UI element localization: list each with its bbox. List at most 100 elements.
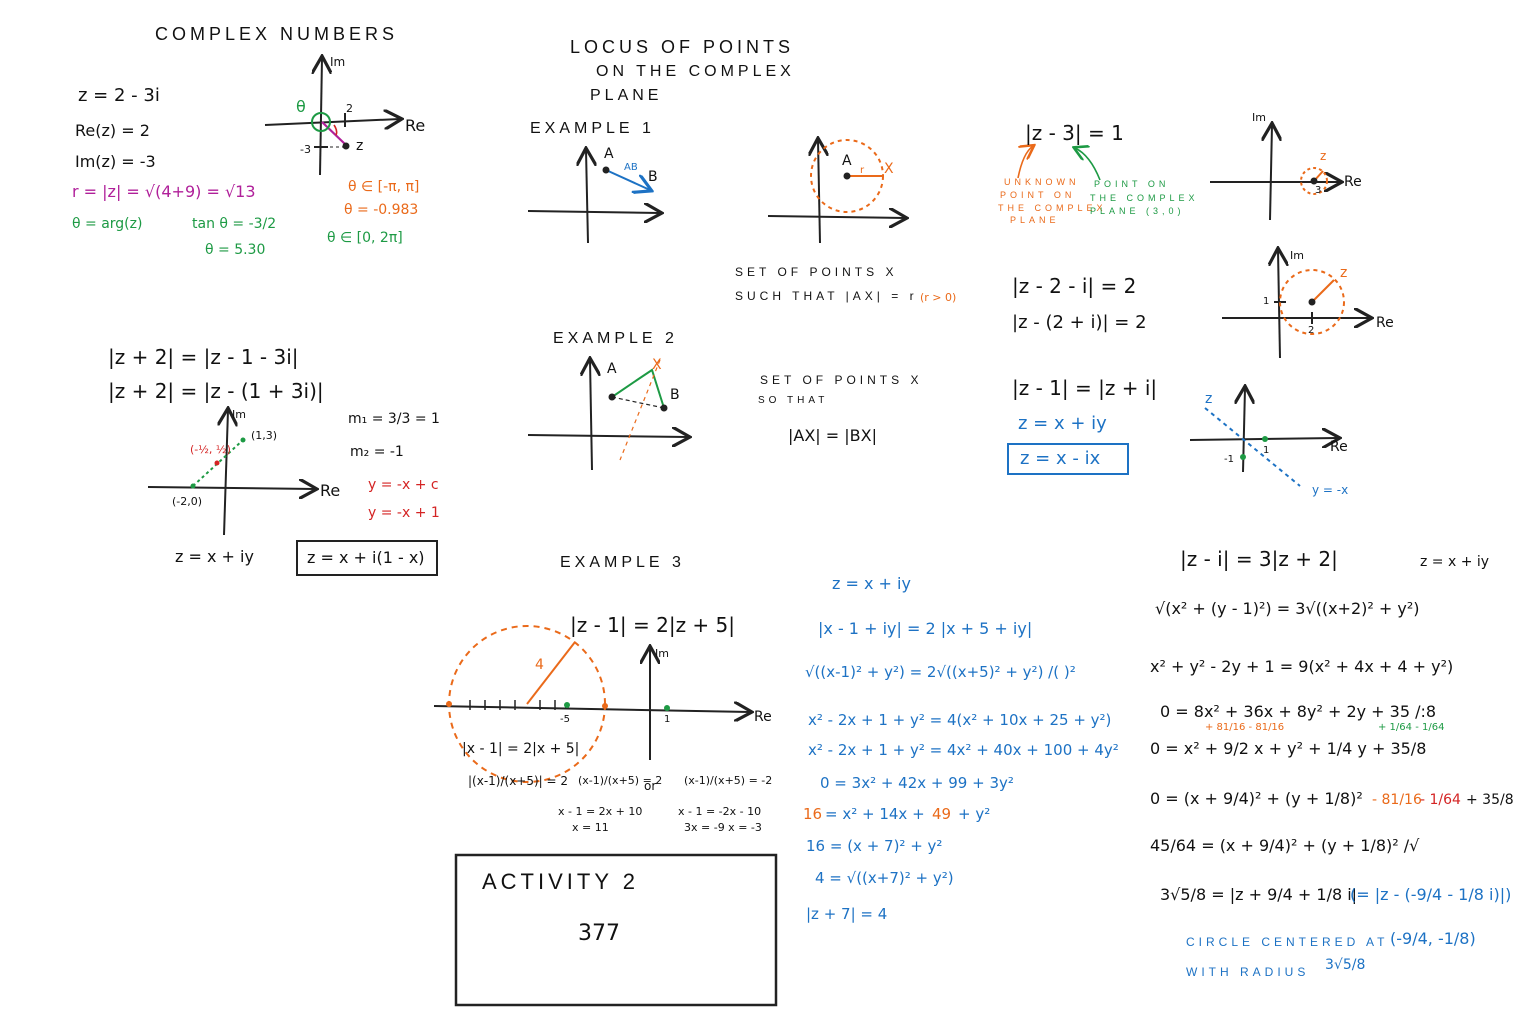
eq-z-1-z-i: |z - 1| = |z + i| <box>1012 376 1158 400</box>
circle-graph-1 <box>1210 125 1340 221</box>
rb-center-coords: (-9/4, -1/8) <box>1390 929 1476 948</box>
slope-m2: m₂ = -1 <box>350 444 404 460</box>
point-a-label: A <box>604 146 614 162</box>
tick-3: 3 <box>1315 185 1322 196</box>
axis-re-5: Re <box>1330 439 1348 455</box>
ex3-abs: |x - 1| = 2|x + 5| <box>462 741 580 757</box>
argand-diagram-2 <box>147 410 315 536</box>
locus-title-line2: ON THE COMPLEX <box>596 63 795 80</box>
set-of-points-2: SET OF POINTS X <box>760 373 923 387</box>
ex3-frac3: (x-1)/(x+5) = -2 <box>684 774 773 787</box>
answer-z-x-ix: z = x - ix <box>1020 448 1101 469</box>
center-a-label: A <box>842 153 852 169</box>
axis-label-re: Re <box>405 116 426 135</box>
circle-label-z-2: z <box>1340 265 1348 281</box>
line-y-neg-x: y = -x <box>1312 483 1349 497</box>
blue-line-4: x² - 2x + 1 + y² = 4(x² + 10x + 25 + y²) <box>808 711 1112 729</box>
point-b-label: B <box>648 169 658 185</box>
ex3-sol2a: x - 1 = -2x - 10 <box>678 805 762 818</box>
tick-1: 1 <box>1263 296 1270 307</box>
tick-neg5: -5 <box>560 714 570 725</box>
blue-line-8: 16 = (x + 7)² + y² <box>806 837 943 855</box>
axis-label-im: Im <box>330 55 346 69</box>
answer-box-blue <box>1007 443 1129 475</box>
rb-line-6: 0 = (x + 9/4)² + (y + 1/8)² <box>1150 789 1363 808</box>
midpoint-label: (-½, ½) <box>190 443 231 456</box>
circle-label-z-1: z <box>1320 149 1327 163</box>
slope-m1: m₁ = 3/3 = 1 <box>348 411 440 427</box>
argument: θ = arg(z) <box>72 216 143 232</box>
line-y-c: y = -x + c <box>368 477 439 493</box>
ax-equals-bx: |AX| = |BX| <box>788 426 877 445</box>
ex2-point-b: B <box>670 387 680 403</box>
ex2-point-a: A <box>607 361 617 377</box>
section-title-complex-numbers: COMPLEX NUMBERS <box>155 24 399 44</box>
blue-line-10: |z + 7| = 4 <box>806 905 888 923</box>
rb-line-8-blue: (= |z - (-9/4 - 1/8 i)|) <box>1350 885 1512 904</box>
tick-1-b: 1 <box>1263 445 1270 456</box>
line-y-1: y = -x + 1 <box>368 505 440 521</box>
real-part: Re(z) = 2 <box>75 121 150 140</box>
annot-unknown-2: POINT ON <box>1000 190 1076 200</box>
rb-minus-1-64: - 1/64 <box>1420 792 1461 808</box>
modulus: r = |z| = √(4+9) = √13 <box>72 182 256 201</box>
vector-ab-label: AB <box>624 162 638 173</box>
tangent: tan θ = -3/2 <box>192 216 277 232</box>
ex3-sol1b: x = 11 <box>572 821 609 834</box>
rb-line-2: √(x² + (y - 1)²) = 3√((x+2)² + y²) <box>1155 599 1420 618</box>
radius-4: 4 <box>535 657 544 673</box>
line-graph <box>1189 388 1338 487</box>
ex3-frac1: |(x-1)/(x+5)| = 2 <box>468 774 569 788</box>
line-label-z: z <box>1205 391 1213 407</box>
rb-line-3: x² + y² - 2y + 1 = 9(x² + 4x + 4 + y²) <box>1150 657 1454 676</box>
rb-equation: |z - i| = 3|z + 2| <box>1180 547 1338 571</box>
tick-1-ex3: 1 <box>664 714 671 725</box>
eq-z-minus-3: |z - 3| = 1 <box>1025 121 1124 145</box>
example2-title: EXAMPLE 2 <box>553 330 678 347</box>
theta-label: θ <box>296 97 306 116</box>
rb-line-5: 0 = x² + 9/2 x + y² + 1/4 y + 35/8 <box>1150 739 1427 758</box>
orange-16: 16 <box>803 805 823 823</box>
tick-2: 2 <box>1308 325 1315 336</box>
theta-negative: θ = -0.983 <box>344 202 419 218</box>
axis-im-4: Im <box>1290 249 1304 262</box>
axis-re-4: Re <box>1376 315 1394 331</box>
activity-title: ACTIVITY 2 <box>482 869 639 894</box>
annot-point-2: THE COMPLEX <box>1090 193 1199 203</box>
ex3-sol2b: 3x = -9 x = -3 <box>684 821 762 834</box>
activity-box <box>454 853 778 1007</box>
locus-title-line1: LOCUS OF POINTS <box>570 37 795 57</box>
example1-graph <box>527 150 660 244</box>
point-neg2-0: (-2,0) <box>172 495 203 508</box>
rb-add-orange: + 81/16 - 81/16 <box>1205 722 1285 733</box>
eq-z-2-i: |z - 2 - i| = 2 <box>1012 274 1137 298</box>
example2-graph <box>527 360 688 471</box>
rb-plus-35-8: + 35/8 <box>1466 792 1514 808</box>
axis-im-3: Im <box>1252 111 1266 124</box>
blue-line-6: 0 = 3x² + 42x + 99 + 3y² <box>820 774 1014 792</box>
example3-graph <box>433 625 750 783</box>
ex3-or: or <box>644 779 657 793</box>
rb-circle-centered: CIRCLE CENTERED AT <box>1186 935 1389 949</box>
annot-unknown-1: UNKNOWN <box>1004 177 1080 187</box>
bisector-answer: z = x + i(1 - x) <box>307 548 425 567</box>
rb-zxy: z = x + iy <box>1420 554 1490 570</box>
point-1-3: (1,3) <box>251 429 278 442</box>
ex3-sol1a: x - 1 = 2x + 10 <box>558 805 643 818</box>
rb-line-8: 3√5/8 = |z + 9/4 + 1/8 i| <box>1160 885 1358 904</box>
blue-line-7: = x² + 14x + <box>825 805 925 823</box>
radius-r-label: r <box>860 165 865 176</box>
z-x-iy-blue: z = x + iy <box>1018 413 1107 434</box>
so-that: SO THAT <box>758 395 829 406</box>
axis-re-3: Re <box>1344 174 1362 190</box>
orange-49: 49 <box>932 805 952 823</box>
example1-title: EXAMPLE 1 <box>530 120 655 137</box>
set-of-points-1: SET OF POINTS X <box>735 265 898 279</box>
eq-z-2-plus-i: |z - (2 + i)| = 2 <box>1012 312 1147 333</box>
blue-line-1: z = x + iy <box>832 574 911 593</box>
blue-line-9: 4 = √((x+7)² + y²) <box>815 869 954 887</box>
ex2-point-x: X <box>652 357 662 373</box>
z-x-iy: z = x + iy <box>175 547 254 566</box>
bisector-equation-1: |z + 2| = |z - 1 - 3i| <box>108 345 299 369</box>
